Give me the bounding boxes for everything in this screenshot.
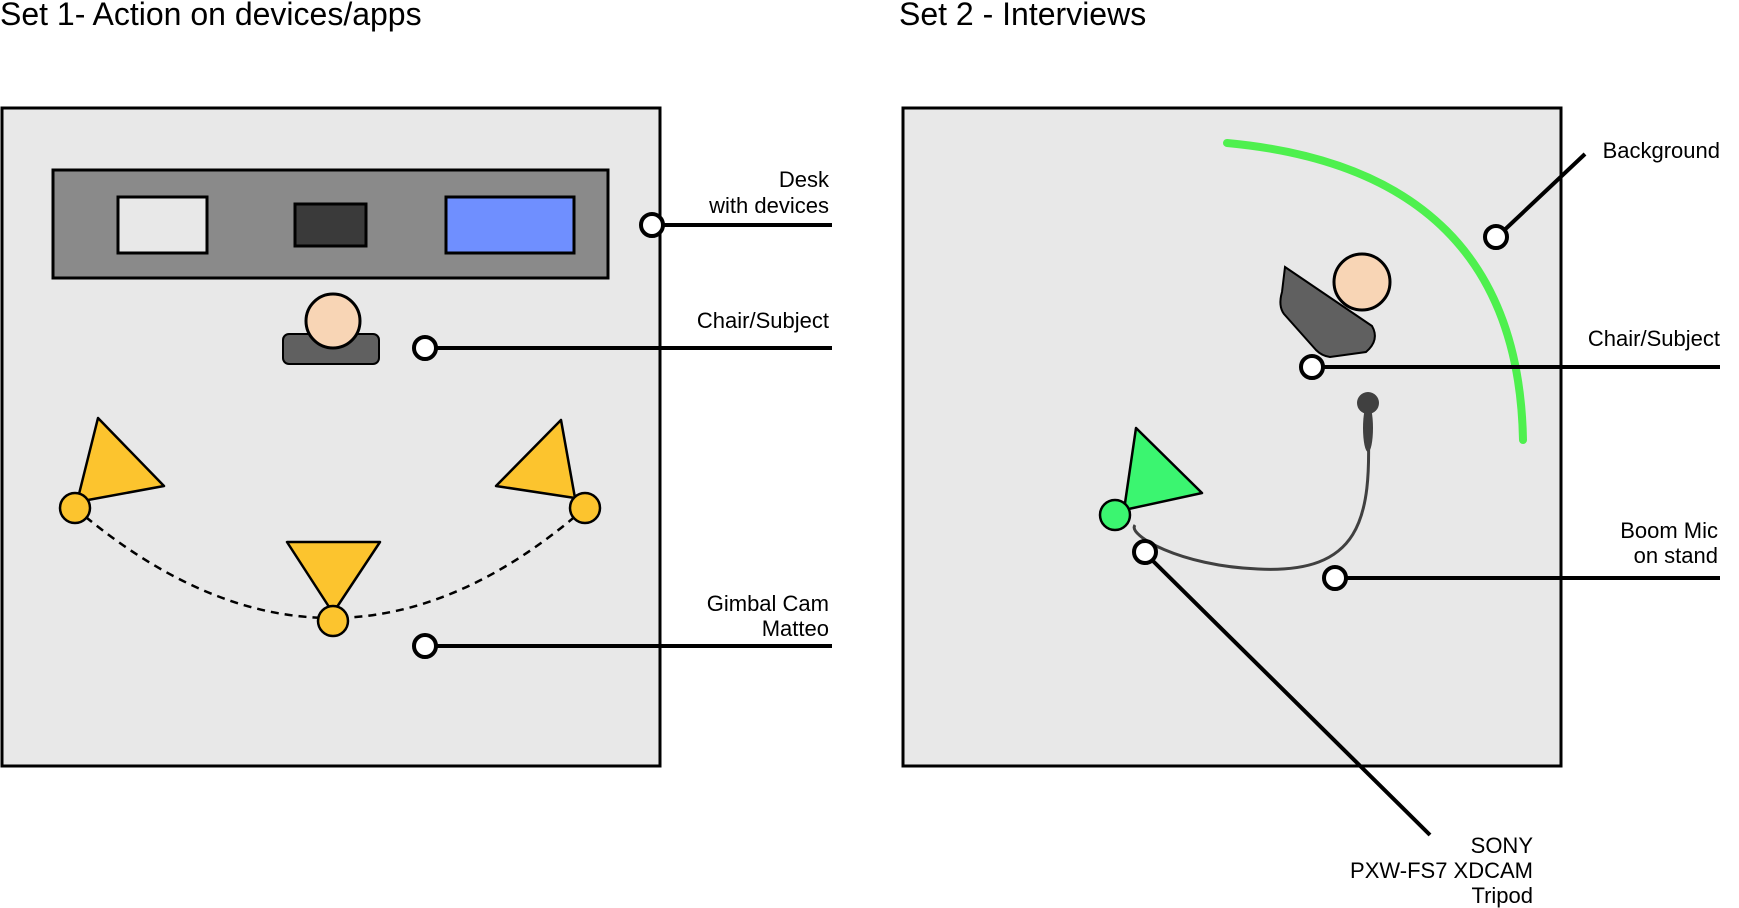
callout-desk-label-line1: Desk (779, 167, 830, 192)
callout-desk: Desk with devices (639, 167, 832, 238)
set1-subject-head (304, 292, 362, 350)
boom-mic-head (1357, 392, 1379, 414)
device-dark (293, 202, 368, 248)
callout-set1-chair-dot-icon (412, 335, 438, 361)
callout-desk-dot-icon (639, 212, 665, 238)
background-arc (1223, 139, 1527, 444)
callout-sony-cam-dot-icon (1132, 539, 1158, 565)
callout-background-dot-icon (1483, 224, 1509, 250)
callout-set2-chair-label: Chair/Subject (1588, 326, 1720, 351)
callout-sony-cam-label-line3: Tripod (1471, 883, 1533, 908)
callout-gimbal-dot-icon (412, 633, 438, 659)
gimbal-cam-center-base (316, 604, 350, 638)
gimbal-cam-left-body (75, 416, 166, 504)
set1-subject-person-icon (282, 292, 380, 365)
device-blue (444, 195, 576, 255)
gimbal-cam-right-base (568, 491, 602, 525)
device-white (116, 195, 209, 255)
callout-boom-mic-dot-icon (1322, 565, 1348, 591)
set1-title: Set 1- Action on devices/apps (0, 0, 422, 32)
sony-cam-triangle-camera-icon (1098, 426, 1204, 532)
callout-gimbal-label-line1: Gimbal Cam (707, 591, 829, 616)
callout-boom-mic-label-line1: Boom Mic (1620, 518, 1718, 543)
set2-subject-person-icon (1279, 252, 1392, 359)
gimbal-cam-center-body (285, 540, 382, 615)
set2-floor (901, 106, 1563, 768)
callout-background-label: Background (1603, 138, 1720, 163)
sony-cam-body (1122, 426, 1204, 512)
callout-set1-chair: Chair/Subject (412, 308, 832, 361)
callout-sony-cam-label-line2: PXW-FS7 XDCAM (1350, 858, 1533, 883)
callout-background: Background (1483, 138, 1720, 250)
callout-sony-cam-label-line1: SONY (1471, 833, 1534, 858)
set2-subject-head (1332, 252, 1392, 312)
callout-gimbal: Gimbal Cam Matteo (412, 591, 832, 659)
sony-cam-base (1098, 498, 1132, 532)
set2-title: Set 2 - Interviews (899, 0, 1146, 32)
boom-mic-handle (1363, 404, 1373, 452)
gimbal-cam-center-triangle-camera-icon (285, 540, 382, 638)
callout-desk-label-line2: with devices (708, 193, 829, 218)
callout-set2-chair-dot-icon (1299, 354, 1325, 380)
callout-boom-mic: Boom Mic on stand (1322, 518, 1720, 591)
gimbal-cam-left-triangle-camera-icon (58, 416, 166, 525)
set2-chair (1279, 265, 1376, 359)
gimbal-cam-left-base (58, 491, 92, 525)
callout-boom-mic-label-line2: on stand (1634, 543, 1718, 568)
gimbal-cam-right-triangle-camera-icon (494, 418, 602, 525)
callout-set2-chair: Chair/Subject (1299, 326, 1720, 380)
callout-gimbal-label-line2: Matteo (762, 616, 829, 641)
gimbal-cam-right-body (494, 418, 577, 500)
callout-sony-cam: SONY PXW-FS7 XDCAM Tripod (1132, 539, 1534, 908)
desk (51, 168, 610, 280)
callout-set1-chair-label: Chair/Subject (697, 308, 829, 333)
